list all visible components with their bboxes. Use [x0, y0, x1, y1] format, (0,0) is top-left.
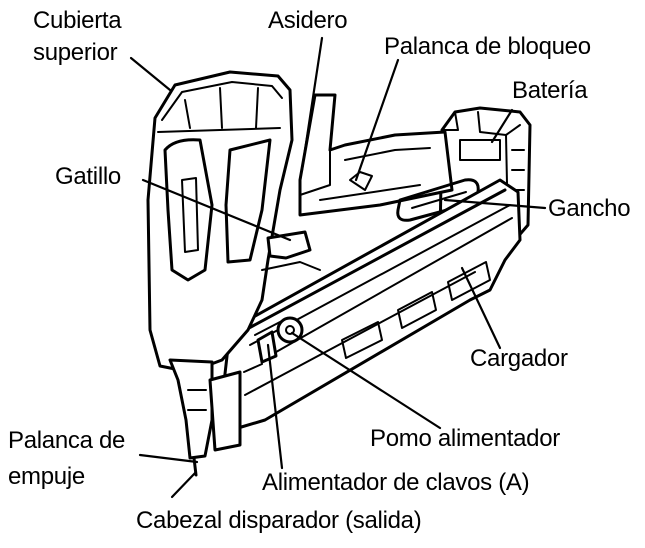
leader-asidero	[300, 36, 324, 172]
leader-pomo	[290, 331, 442, 430]
label-gancho: Gancho	[548, 195, 631, 222]
label-alimentador-clavos: Alimentador de clavos (A)	[262, 469, 530, 496]
leader-alimentador	[266, 343, 284, 470]
body-drawing	[146, 70, 294, 374]
label-cubierta-superior-line2: superior	[33, 39, 118, 66]
leader-cubierta	[129, 56, 172, 92]
label-palanca-bloqueo: Palanca de bloqueo	[384, 33, 591, 60]
label-gatillo: Gatillo	[55, 163, 121, 190]
leader-lines	[129, 36, 547, 499]
label-cargador: Cargador	[470, 345, 568, 372]
label-palanca-empuje-line1: Palanca de	[8, 427, 126, 454]
magazine-drawing	[220, 178, 522, 430]
leader-gancho	[443, 198, 547, 210]
label-cubierta-superior-line1: Cubierta	[33, 7, 122, 34]
label-pomo-alimentador: Pomo alimentador	[370, 425, 560, 452]
leader-palanca-empuje	[138, 453, 199, 464]
leader-palanca-bloqueo	[354, 58, 400, 182]
leader-gatillo	[141, 178, 292, 242]
leader-bateria	[490, 108, 514, 144]
label-bateria: Batería	[512, 77, 588, 104]
label-cabezal-disparador: Cabezal disparador (salida)	[136, 507, 422, 534]
label-palanca-empuje-line2: empuje	[8, 463, 85, 490]
leader-cabezal	[170, 470, 198, 499]
feeder-knob-drawing	[254, 316, 304, 364]
handle-drawing	[298, 93, 454, 217]
nose-drawing	[168, 358, 242, 477]
trigger-drawing	[261, 230, 321, 271]
label-asidero: Asidero	[268, 7, 348, 34]
leader-cargador	[460, 266, 502, 350]
